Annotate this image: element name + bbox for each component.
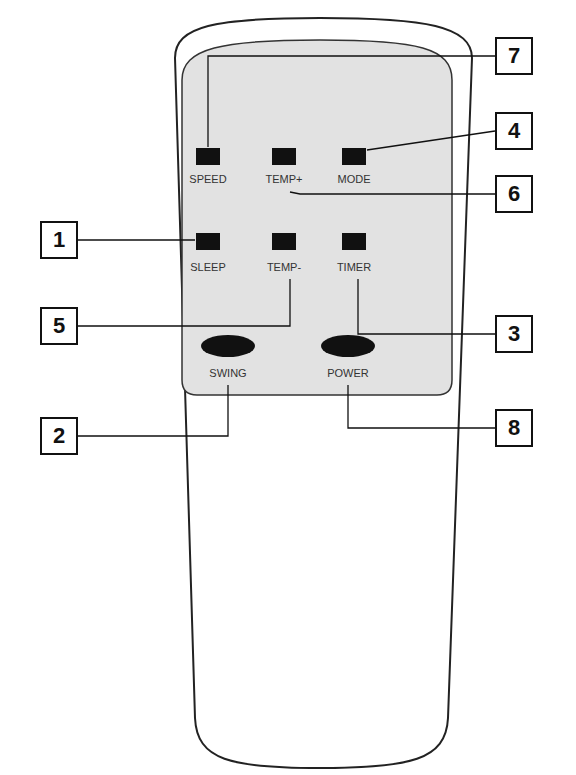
button-label: SLEEP	[190, 262, 225, 273]
button-label: MODE	[338, 174, 371, 185]
callout-box: 7	[495, 37, 533, 75]
leader-lines	[78, 56, 495, 436]
speed-button	[196, 148, 220, 165]
timer-button	[342, 233, 366, 250]
sleep-button	[196, 233, 220, 250]
leader-line	[208, 56, 495, 147]
button-label: TEMP+	[266, 174, 303, 185]
button-label: TEMP-	[267, 262, 301, 273]
button-label: SWING	[209, 368, 246, 379]
callout-box: 4	[495, 112, 533, 150]
callout-box: 8	[495, 409, 533, 447]
leader-line	[78, 279, 290, 326]
power-button	[321, 335, 375, 357]
button-label: POWER	[327, 368, 369, 379]
leader-line	[78, 385, 228, 436]
leader-line	[358, 279, 495, 334]
temp-down-button	[272, 233, 296, 250]
temp-up-button	[272, 148, 296, 165]
callout-number: 1	[53, 229, 65, 251]
callout-box: 1	[40, 221, 78, 259]
callout-number: 2	[53, 425, 65, 447]
leader-line	[367, 131, 495, 150]
button-label: SPEED	[189, 174, 226, 185]
remote-body	[175, 18, 472, 768]
leader-line	[348, 385, 495, 428]
callout-number: 8	[508, 417, 520, 439]
leader-line	[290, 192, 495, 194]
callout-box: 2	[40, 417, 78, 455]
callout-number: 6	[508, 183, 520, 205]
callout-number: 5	[53, 315, 65, 337]
button-label: TIMER	[337, 262, 371, 273]
swing-button	[201, 335, 255, 357]
callout-box: 5	[40, 307, 78, 345]
callout-box: 3	[495, 315, 533, 353]
mode-button	[342, 148, 366, 165]
callout-box: 6	[495, 175, 533, 213]
callout-number: 7	[508, 45, 520, 67]
callout-number: 3	[508, 323, 520, 345]
button-panel	[182, 40, 452, 395]
leader-line	[78, 239, 195, 240]
callout-number: 4	[508, 120, 520, 142]
